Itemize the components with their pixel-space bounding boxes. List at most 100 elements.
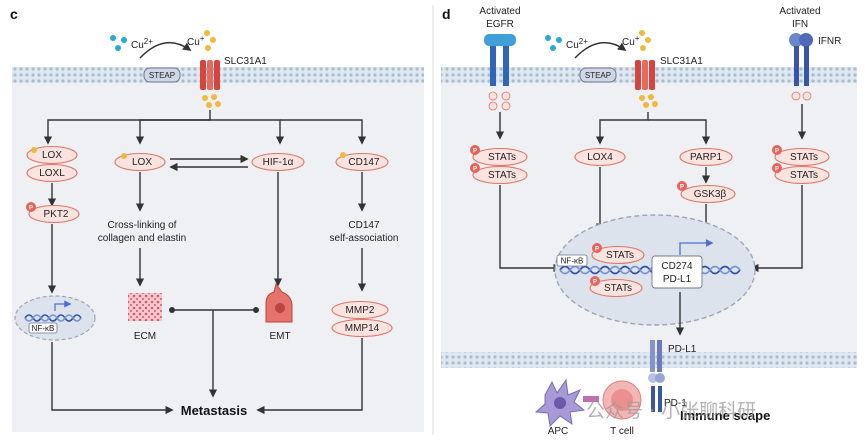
nfkb-box-d — [556, 254, 588, 267]
cytosolic-cu-ions — [202, 94, 221, 108]
pd1-receptor-icon — [651, 386, 662, 412]
dna-helix-c — [24, 314, 82, 322]
stats-nuclear-2-label: STATs — [604, 283, 632, 294]
pdl1-label: PD-L1 — [668, 344, 697, 355]
egfr-line2: EGFR — [486, 19, 514, 30]
lox4-pill — [574, 147, 626, 167]
mmp2-pill — [331, 300, 389, 320]
emt-label: EMT — [269, 331, 290, 342]
lox-label-middle: LOX — [132, 157, 152, 168]
stats-right-2-label: STATs — [790, 170, 818, 181]
pkt2-pill — [28, 204, 80, 224]
slc31a1-label: SLC31A1 — [224, 56, 267, 67]
transcription-arrow — [54, 300, 72, 311]
cu1-label-d: Cu+ — [622, 34, 640, 48]
pd1-label: PD-1 — [664, 398, 687, 409]
loxl-pill — [26, 163, 78, 183]
hif-pill — [251, 152, 305, 172]
cu1-ions-d — [639, 30, 651, 51]
svg-text:P: P — [473, 167, 477, 173]
panel-c-letter: c — [10, 6, 18, 22]
cytosolic-cu-ions-d — [639, 94, 658, 108]
svg-text:P: P — [775, 149, 779, 155]
stats-nuclear-1-label: STATs — [606, 250, 634, 261]
stats-right-1-label: STATs — [790, 152, 818, 163]
pkt2-label: PKT2 — [43, 209, 68, 220]
cd147-self-line1: CD147 — [348, 220, 380, 231]
ifn-line1: Activated — [779, 6, 820, 17]
cu2-ions — [110, 35, 127, 51]
svg-text:P: P — [680, 185, 684, 191]
cu1-label: Cu+ — [187, 34, 205, 48]
metastasis-label: Metastasis — [181, 403, 247, 418]
watermark-text: 公众号 · 小张聊科研 — [586, 400, 756, 422]
pdl1-gene-label: PD-L1 — [663, 274, 692, 285]
ecm-icon — [128, 293, 162, 321]
slc31a1-channel-d — [635, 60, 655, 90]
lox-label-left: LOX — [42, 150, 62, 161]
arrow-mmp-to-metastasis — [256, 338, 363, 415]
svg-text:P: P — [473, 149, 477, 155]
steap-box-d — [579, 67, 617, 83]
panel-c: c Cu2+ Cu+ STEAP SLC31A1 — [5, 5, 431, 435]
cd147-label: CD147 — [348, 157, 380, 168]
crosslink-line2: collagen and elastin — [98, 233, 186, 244]
parp1-pill — [679, 147, 733, 167]
panel-d: d Activated EGFR Cu2+ Cu+ STEAP — [434, 5, 860, 437]
mhc-tcr-link-icon — [583, 396, 599, 402]
lox4-label: LOX4 — [587, 152, 613, 163]
arrow-to-lox — [135, 119, 210, 145]
hif-label: HIF-1α — [263, 157, 294, 168]
cd274-gene-box — [651, 255, 703, 289]
arrow-to-parp1 — [648, 119, 711, 145]
loxl-label: LOXL — [39, 168, 65, 179]
svg-text:P: P — [593, 280, 597, 286]
stats-left-2-label: STATs — [488, 170, 516, 181]
stats-left-1-label: STATs — [488, 152, 516, 163]
cu1-ions — [204, 30, 216, 51]
parp1-label: PARP1 — [690, 152, 722, 163]
gsk3b-label: GSK3β — [694, 189, 727, 200]
stats-nuclear-1 — [591, 245, 645, 265]
tcell-label: T cell — [610, 426, 634, 437]
stats-nuclear-2 — [589, 278, 643, 298]
stats-left-2 — [472, 165, 528, 185]
nfkb-label-d: NF-κB — [561, 257, 584, 266]
apc-label: APC — [548, 426, 569, 437]
mmp14-pill — [331, 318, 393, 338]
steap-label-d: STEAP — [585, 71, 611, 80]
cu2-label: Cu2+ — [131, 37, 153, 51]
arrow-to-cd147 — [280, 119, 367, 145]
egfr-receptor-icon — [484, 34, 516, 111]
ifn-line2: IFN — [792, 19, 808, 30]
ifnr-receptor-icon — [789, 33, 813, 101]
immune-scape-label: Immune scape — [680, 408, 770, 423]
arrow-to-lox4 — [595, 112, 649, 145]
steap-box — [143, 67, 181, 83]
stats-right-1 — [774, 147, 830, 167]
steap-reduction-arrow — [139, 41, 192, 59]
arrow-to-lox-loxl — [43, 110, 211, 145]
cd274-transcription-arrow — [679, 239, 714, 255]
arrow-nfkb-to-metastasis — [51, 342, 174, 415]
panel-d-letter: d — [442, 6, 451, 22]
apc-cell-icon — [534, 378, 586, 428]
pdl1-protein-icon — [648, 340, 665, 383]
svg-text:P: P — [775, 167, 779, 173]
mmp2-label: MMP2 — [346, 305, 375, 316]
egfr-line1: Activated — [479, 6, 520, 17]
cd274-label: CD274 — [661, 261, 693, 272]
panel-d-membrane-bottom — [441, 352, 857, 368]
emt-cell-icon — [265, 282, 293, 323]
cu2-ions-d — [545, 35, 562, 51]
phospho-badge — [26, 202, 36, 212]
arrow-stats-left-to-nucleus — [499, 185, 562, 273]
nfkb-box-c — [28, 322, 58, 334]
slc31a1-label-d: SLC31A1 — [660, 56, 703, 67]
ecm-label: ECM — [134, 331, 156, 342]
ifnr-label: IFNR — [818, 36, 841, 47]
cd147-self-line2: self-association — [330, 233, 399, 244]
slc31a1-channel — [200, 60, 220, 90]
mmp14-label: MMP14 — [345, 323, 380, 334]
